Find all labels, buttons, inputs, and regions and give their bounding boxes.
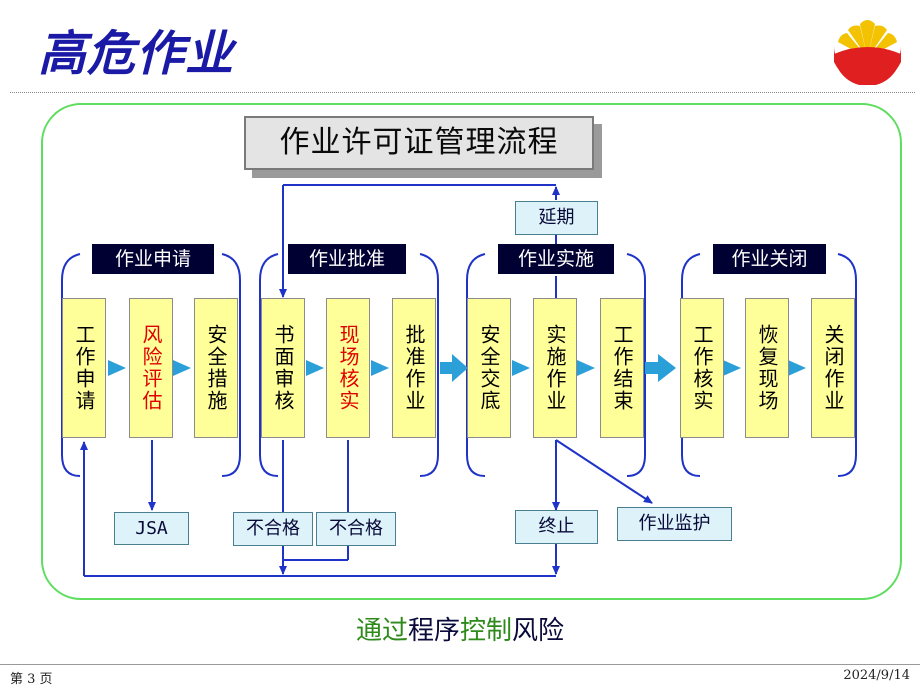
diagram-frame — [41, 103, 902, 600]
extend-box: 延期 — [515, 201, 598, 235]
flow-title: 作业许可证管理流程 — [244, 116, 594, 170]
fail-box-verify: 不合格 — [316, 512, 396, 546]
step-restore-site: 恢复现场 — [745, 298, 789, 438]
slogan-part-3: 控制 — [460, 616, 513, 646]
flow-arrows — [108, 354, 806, 382]
slogan: 通过程序控制风险 — [0, 610, 920, 647]
step-work-verification: 工作核实 — [680, 298, 724, 438]
petrochina-logo — [830, 10, 905, 87]
step-written-review: 书面审核 — [261, 298, 305, 438]
step-approve-work: 批准作业 — [392, 298, 436, 438]
slogan-part-1: 通过 — [355, 616, 408, 646]
step-safety-measures: 安全措施 — [194, 298, 238, 438]
step-site-verification: 现场核实 — [326, 298, 370, 438]
supervision-box: 作业监护 — [617, 507, 732, 541]
footer-divider — [0, 664, 920, 665]
fail-box-review: 不合格 — [233, 512, 313, 546]
step-work-application: 工作申请 — [62, 298, 106, 438]
slide-date: 2024/9/14 — [843, 668, 910, 683]
phase-header-apply: 作业申请 — [92, 244, 214, 274]
step-work-finished: 工作结束 — [600, 298, 644, 438]
slide-title: 高危作业 — [38, 26, 235, 82]
phase-header-implement: 作业实施 — [498, 244, 614, 274]
page-number: 第 3 页 — [10, 672, 53, 687]
jsa-box: JSA — [114, 512, 189, 545]
phase-header-approve: 作业批准 — [288, 244, 406, 274]
slogan-part-4: 风险 — [512, 616, 565, 646]
step-perform-work: 实施作业 — [533, 298, 577, 438]
phase-header-close: 作业关闭 — [713, 244, 826, 274]
stop-box: 终止 — [515, 510, 598, 544]
step-safety-briefing: 安全交底 — [467, 298, 511, 438]
title-divider — [10, 92, 915, 93]
slogan-part-2: 程序 — [407, 616, 460, 646]
step-risk-assessment: 风险评估 — [129, 298, 173, 438]
step-close-work: 关闭作业 — [811, 298, 855, 438]
